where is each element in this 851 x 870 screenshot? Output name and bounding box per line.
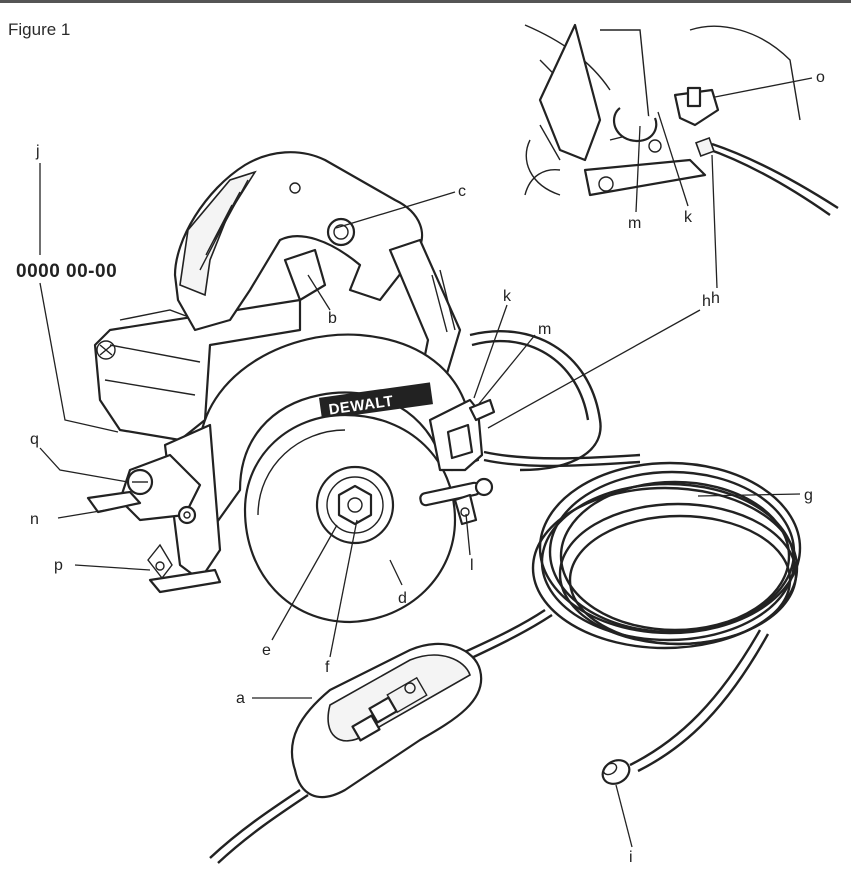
leader-l <box>465 513 471 556</box>
leader-p <box>74 564 151 571</box>
inset-clip <box>612 107 658 143</box>
leader-f <box>329 519 358 658</box>
inset-water-valve <box>673 88 720 127</box>
prcd-indicator <box>404 682 416 694</box>
hose-tail <box>629 629 762 767</box>
leader-q <box>39 447 129 483</box>
label-l: l <box>470 557 474 574</box>
cords <box>209 330 802 864</box>
bevel-screw <box>177 505 197 525</box>
leader-j <box>39 282 119 433</box>
label-inset-m: m <box>628 215 641 232</box>
leader-i <box>615 784 633 848</box>
leader-inset-m <box>635 125 641 213</box>
leader-g <box>697 493 801 497</box>
hose-connector <box>601 759 631 785</box>
inset-base <box>583 158 707 197</box>
label-p: p <box>54 557 63 574</box>
label-m: m <box>538 321 551 338</box>
label-o: o <box>816 69 825 86</box>
leader-h <box>487 309 701 429</box>
label-h: h <box>702 293 711 310</box>
base-shoe <box>148 568 222 594</box>
brand-plate <box>319 382 433 420</box>
leader-lines <box>39 77 813 848</box>
lock-button <box>326 217 356 247</box>
label-a: a <box>236 690 245 707</box>
leader-d <box>389 559 403 586</box>
callout-labels: j c b k m h q n p g l d e f a i o m k h <box>30 69 825 866</box>
cutting-guide <box>86 490 142 514</box>
label-inset-h: h <box>711 290 720 307</box>
housing-screw <box>96 340 116 360</box>
label-e: e <box>262 642 271 659</box>
leader-m <box>477 334 536 406</box>
label-i: i <box>629 849 633 866</box>
cord-arc <box>469 330 602 472</box>
label-g: g <box>804 487 813 504</box>
leader-c <box>335 191 456 229</box>
leader-inset-k <box>657 111 689 207</box>
leader-e <box>271 524 338 641</box>
leader-k <box>473 304 508 399</box>
leader-b <box>307 274 331 311</box>
label-k: k <box>503 288 512 305</box>
trigger-switch <box>283 248 327 302</box>
inset-view <box>524 23 839 216</box>
label-f: f <box>325 659 330 676</box>
label-q: q <box>30 431 39 448</box>
prcd-test-button <box>351 714 381 742</box>
leader-inset-h <box>711 154 718 289</box>
part-number: 0000 00-00 <box>16 261 118 282</box>
label-inset-k: k <box>684 209 693 226</box>
label-d: d <box>398 590 407 607</box>
water-valve <box>468 398 496 422</box>
top-rule <box>0 0 851 3</box>
inset-hose <box>704 146 831 216</box>
leader-n <box>57 507 119 519</box>
figure-title: Figure 1 <box>8 20 71 39</box>
blade-nut <box>337 484 373 526</box>
label-c: c <box>458 183 466 200</box>
saw-body: DEWALT <box>86 151 496 624</box>
label-j: j <box>35 143 40 160</box>
leader-o <box>714 77 813 98</box>
inset-valve-cap <box>686 86 702 108</box>
label-n: n <box>30 511 39 528</box>
label-b: b <box>328 310 337 327</box>
plug-cord <box>209 789 301 859</box>
